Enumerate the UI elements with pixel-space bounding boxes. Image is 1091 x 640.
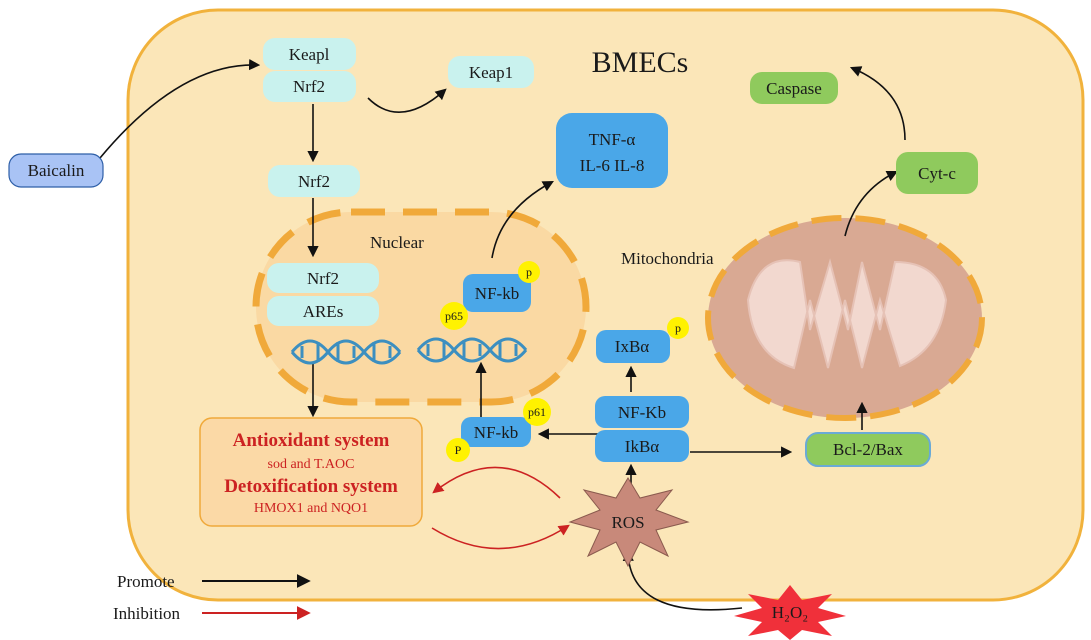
cytokines-line2: IL-6 IL-8 xyxy=(580,156,645,175)
p65-badge xyxy=(440,302,468,330)
p-badge-nuclear xyxy=(518,261,540,283)
baicalin-label: Baicalin xyxy=(28,161,85,180)
p-badge-cyto xyxy=(446,438,470,462)
legend-promote-label: Promote xyxy=(117,572,175,591)
ikba-label: IkBα xyxy=(625,437,660,456)
h2o2-label: H₂O₂ xyxy=(772,603,808,622)
arrow-mito-to-cytc xyxy=(844,170,899,237)
nrf2-free-box xyxy=(268,165,360,197)
hmox-label: HMOX1 and NQO1 xyxy=(254,501,368,516)
p61-badge xyxy=(523,398,551,426)
nfkb-nuclear-label: NF-kb xyxy=(475,284,519,303)
nfkb-complex-box xyxy=(595,396,689,428)
mitochondria-label: Mitochondria xyxy=(621,249,714,268)
p-badge-nuclear-label: p xyxy=(526,265,532,279)
cytc-label: Cyt-c xyxy=(918,164,956,183)
mitochondria-organelle xyxy=(705,215,985,421)
keap1-bound-box xyxy=(263,38,356,70)
ikba-box xyxy=(595,430,689,462)
nfkb-cyto-box xyxy=(461,417,531,447)
nuclear-label: Nuclear xyxy=(370,233,424,252)
ros-label: ROS xyxy=(611,513,644,532)
cytokines-line1: TNF-α xyxy=(589,130,636,149)
keap1-free-box xyxy=(448,56,534,88)
ros-star xyxy=(568,477,690,568)
antioxidant-box xyxy=(199,417,423,527)
ares-box xyxy=(267,296,379,326)
arrow-nfkb-to-cytokines xyxy=(491,180,554,259)
dna-helix-right xyxy=(416,337,528,363)
ixba-box xyxy=(596,330,670,363)
nrf2-bound-label: Nrf2 xyxy=(293,77,325,96)
nrf2-nuclear-box xyxy=(267,263,379,293)
cell-title: BMECs xyxy=(592,46,689,79)
bcl2-label: Bcl-2/Bax xyxy=(833,440,903,459)
nrf2-free-label: Nrf2 xyxy=(298,172,330,191)
caspase-label: Caspase xyxy=(766,79,822,98)
p61-label: p61 xyxy=(528,405,546,419)
nfkb-complex-label: NF-Kb xyxy=(618,403,666,422)
ares-label: AREs xyxy=(303,302,344,321)
bcl2-box xyxy=(805,432,931,467)
caspase-box xyxy=(750,72,838,104)
inhibit-antioxidant-to-ros xyxy=(431,524,570,550)
keap1-bound-label: Keapl xyxy=(289,45,330,64)
legend-inhibition-label: Inhibition xyxy=(113,604,181,623)
cytokines-box xyxy=(556,113,668,188)
baicalin-box xyxy=(8,153,104,188)
p65-label: p65 xyxy=(445,309,463,323)
p-badge-ixba xyxy=(667,317,689,339)
arrow-baicalin-to-keap1 xyxy=(99,59,261,159)
nfkb-cyto-label: NF-kb xyxy=(474,423,518,442)
h2o2-star xyxy=(734,585,846,640)
p-badge-cyto-label: P xyxy=(455,443,462,457)
arrow-cytc-to-caspase xyxy=(849,66,906,141)
detox-label: Detoxification system xyxy=(224,476,398,497)
keap1-free-label: Keap1 xyxy=(469,63,513,82)
inhibit-ros-to-antioxidant xyxy=(432,466,561,499)
nrf2-nuclear-label: Nrf2 xyxy=(307,269,339,288)
arrow-complex-to-keap1 xyxy=(367,88,447,113)
nrf2-bound-box xyxy=(263,71,356,102)
nfkb-nuclear-box xyxy=(463,274,531,312)
cytc-box xyxy=(896,152,978,194)
sod-label: sod and T.AOC xyxy=(268,457,355,472)
p-badge-ixba-label: p xyxy=(675,321,681,335)
arrow-h2o2-to-ros xyxy=(622,549,743,611)
antioxidant-label: Antioxidant system xyxy=(233,430,390,451)
dna-helix-left xyxy=(290,339,402,365)
ixba-label: IxBα xyxy=(615,337,650,356)
